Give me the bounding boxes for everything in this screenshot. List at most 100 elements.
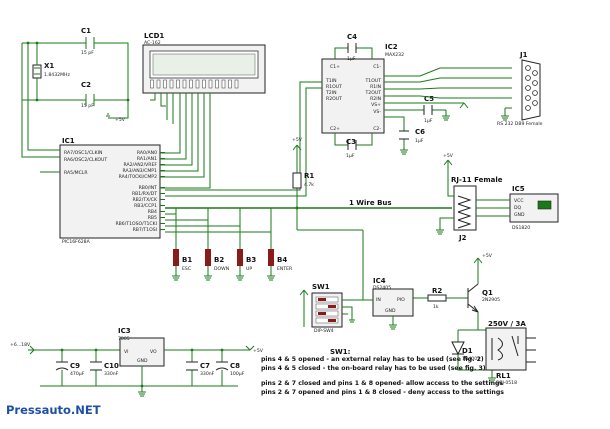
vcc-label-q1: +5V	[482, 253, 493, 259]
relay-driver: R2 1k Q1 2N2905 +5V D1 1N4001 250V / 3A …	[427, 253, 536, 386]
power-supply: +6...18V IC3 7805 VI VO GND +5V C9470µFC…	[10, 327, 264, 397]
ic2-pin-l4: R2OUT	[326, 96, 342, 102]
lcd-display: LCD1 AC-162	[142, 32, 266, 94]
lcd-pin	[169, 79, 174, 89]
ic1-pin-r6: RB1/RX/DT	[132, 191, 157, 197]
rj11-title: RJ-11 Female	[451, 176, 503, 184]
dip-slot	[315, 317, 339, 324]
capacitor-icon	[215, 361, 229, 371]
r2-value: 1k	[433, 304, 439, 310]
button-ref: B2	[214, 256, 224, 264]
button-down[interactable]	[205, 249, 211, 266]
vin-label: +6...18V	[10, 342, 31, 348]
c3-ref: C3	[346, 138, 356, 146]
ic4-pin-2: GND	[385, 308, 396, 314]
dip-lever[interactable]	[328, 305, 336, 308]
ic2-value: MAX232	[385, 52, 404, 58]
c2-ref: C2	[81, 81, 91, 89]
button-ref: B3	[246, 256, 256, 264]
button-label: ESC	[182, 266, 191, 272]
button-up[interactable]	[237, 249, 243, 266]
ic1-pin-r1: RA1/AN1	[137, 156, 157, 162]
ic4-pin-1: PIO	[397, 297, 405, 303]
sw1-value: DIP-SW4	[314, 328, 334, 334]
ic1-pin-r3: RA3/AN3/CMP1	[122, 168, 157, 174]
ic2-max232: IC2 MAX232 C1+ T1IN R1OUT T2IN R2OUT C2+…	[165, 33, 469, 197]
ground-icon	[236, 275, 244, 281]
c1-ref: C1	[81, 27, 91, 35]
ground-icon	[267, 275, 275, 281]
ic2-pin-l3: T2IN	[325, 90, 337, 96]
rl1-value: SGJ-0518	[496, 380, 517, 386]
ic2-pin-r1: T1OUT	[364, 78, 381, 84]
ground-icon	[172, 275, 180, 281]
oscillator-section: C1 15 pF C2 15 pF X1 1.8432MHz +5V	[21, 27, 130, 158]
vcc-label-rj: +5V	[443, 153, 454, 159]
c1-value: 15 pF	[81, 50, 94, 56]
ic4-pin-0: IN	[376, 297, 381, 303]
ic2-pin-r2: R1IN	[370, 84, 381, 90]
cap-value: 470µF	[70, 371, 85, 377]
c2-value: 15 pF	[81, 103, 94, 109]
db9-pin	[525, 85, 531, 91]
dip-slot	[315, 303, 339, 310]
crystal-x1	[32, 64, 42, 79]
rl1-rating: 250V / 3A	[488, 320, 526, 328]
lcd-value: AC-162	[144, 40, 161, 46]
ic4-ds2405: IC4 DS2405 IN PIO GND	[297, 229, 428, 330]
ic1-pin-l2: RA5/MCLR	[64, 170, 88, 176]
button-ref: B1	[182, 256, 192, 264]
dip-slot	[315, 310, 339, 317]
ic4-value: DS2405	[373, 285, 391, 291]
dip-lever[interactable]	[318, 312, 326, 315]
capacitor-icon	[186, 361, 198, 371]
ic3-value: 7805	[118, 336, 130, 342]
c3-value: 1µF	[346, 153, 355, 159]
lcd-pin	[228, 79, 232, 89]
ic1-pin-r0: RA0/AN0	[137, 150, 157, 156]
j1-value: RS 232 DB9 Female	[497, 121, 543, 127]
capacitor-icon	[90, 361, 102, 371]
j1-db9-connector: J1 RS 232 DB9 Female	[384, 51, 543, 127]
ic1-pin-r5: RB0/INT	[139, 185, 158, 191]
ic5-pin-1: DQ	[514, 205, 522, 211]
cap-ref: C10	[104, 362, 119, 370]
r1-value: 4.7k	[304, 182, 314, 188]
cap-value: 330nF	[104, 371, 119, 377]
c6-ref: C6	[415, 128, 425, 136]
sw1-dip-switch: SW1 DIP-SW4	[299, 283, 358, 334]
one-wire-section: +5V R1 4.7k 1 Wire Bus	[165, 137, 452, 230]
c4-value: 1µF	[347, 56, 356, 62]
lcd-pin	[208, 79, 213, 89]
junction-dot	[94, 348, 98, 352]
ic2-pin-r0: C1-	[373, 64, 381, 70]
r1-ref: R1	[304, 172, 314, 180]
ic1-pin-r2: RA2/AN2/VREF	[123, 162, 157, 168]
db9-pin	[532, 100, 538, 106]
db9-pin	[525, 95, 531, 101]
c5-ref: C5	[424, 95, 434, 103]
button-enter[interactable]	[268, 249, 274, 266]
ic1-pin-r12: RB7/T1OSI	[133, 227, 157, 233]
db9-pin	[532, 90, 538, 96]
dip-lever[interactable]	[328, 319, 336, 322]
cap-value: 330nF	[200, 371, 215, 377]
lcd-pin	[189, 79, 193, 89]
dip-lever[interactable]	[318, 298, 326, 301]
ic1-pin-r11: RB6/T1OSO/T1CKI	[115, 221, 157, 227]
r2-ref: R2	[432, 287, 442, 295]
button-label: DOWN	[214, 266, 229, 272]
ic2-pin-r7: C2-	[373, 126, 381, 132]
db9-pin	[532, 70, 538, 76]
button-esc[interactable]	[173, 249, 179, 266]
lcd-pin	[202, 79, 206, 89]
cap-value: 100µF	[230, 371, 245, 377]
ic1-pin-l1: RA6/OSC2/CLKOUT	[64, 157, 107, 163]
c5-value: 1µF	[424, 118, 433, 124]
ic1-pin-r7: RB2/TX/CK	[132, 197, 158, 203]
rj11-ref: J2	[458, 234, 467, 242]
lcd-pin	[150, 79, 154, 89]
ic1-microcontroller: IC1 PIC16F628A RA7/OSC1/CLKIN RA6/OSC2/C…	[40, 137, 165, 245]
